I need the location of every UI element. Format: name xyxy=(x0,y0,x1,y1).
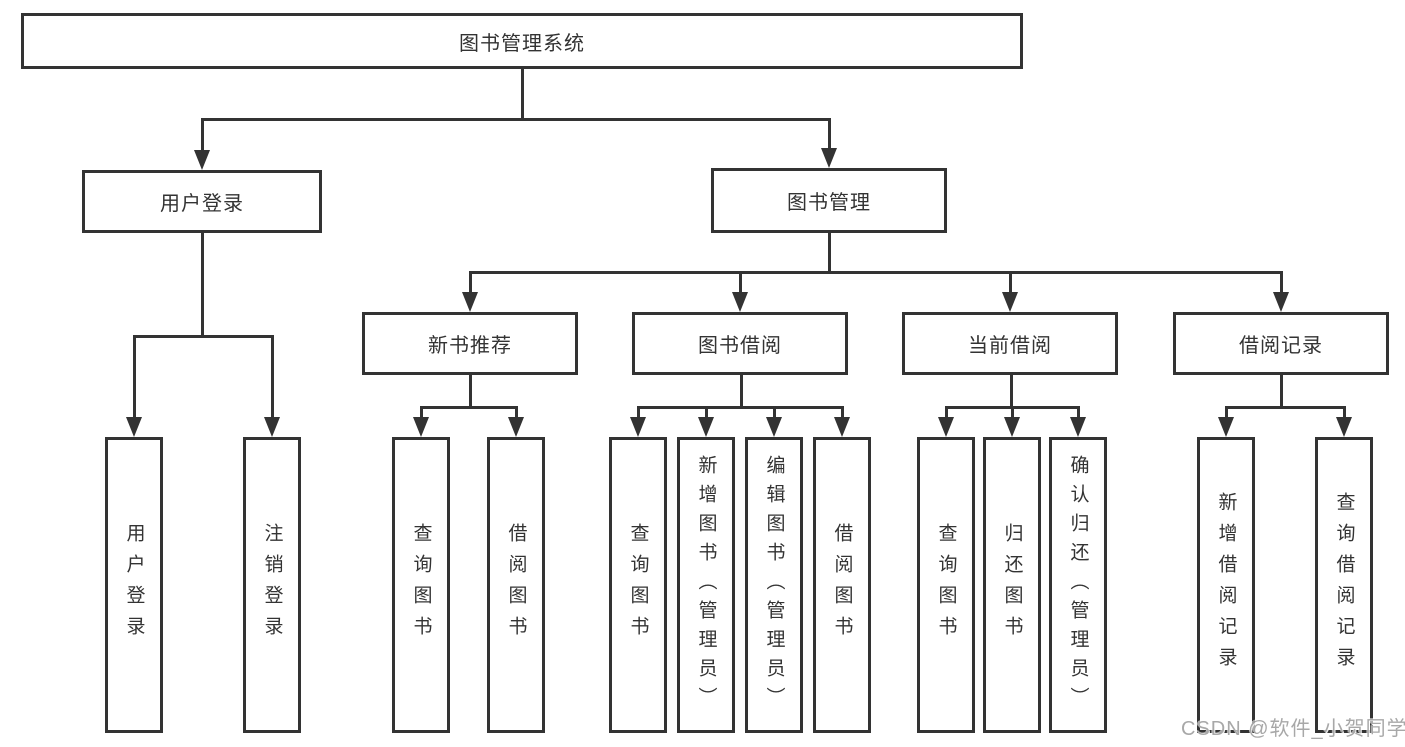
connector-line xyxy=(1280,375,1283,408)
connector-line xyxy=(1077,406,1080,420)
connector-line xyxy=(1280,271,1283,295)
connector-line xyxy=(1225,406,1228,420)
arrow-down-icon xyxy=(1336,417,1352,437)
node-new-book-recommendation: 新书推荐 xyxy=(362,312,578,375)
node-current-borrowing: 当前借阅 xyxy=(902,312,1118,375)
leaf-edit-books-admin: 编辑图书（管理员） xyxy=(745,437,803,733)
connector-line xyxy=(739,271,742,295)
connector-line xyxy=(469,271,472,295)
arrow-down-icon xyxy=(1218,417,1234,437)
connector-line xyxy=(637,406,640,420)
connector-line xyxy=(1009,271,1012,295)
leaf-add-books-admin: 新增图书（管理员） xyxy=(677,437,735,733)
node-book-borrowing: 图书借阅 xyxy=(632,312,848,375)
leaf-query-books-borrow: 查询图书 xyxy=(609,437,667,733)
connector-line xyxy=(740,375,743,408)
connector-line xyxy=(828,118,831,152)
connector-line xyxy=(515,406,518,420)
connector-line xyxy=(521,69,524,121)
arrow-down-icon xyxy=(508,417,524,437)
csdn-watermark: CSDN @软件_小贺同学 xyxy=(1181,718,1405,740)
arrow-down-icon xyxy=(766,417,782,437)
arrow-down-icon xyxy=(821,148,837,168)
leaf-query-books-current: 查询图书 xyxy=(917,437,975,733)
connector-line xyxy=(201,118,204,154)
leaf-borrow-books: 借阅图书 xyxy=(813,437,871,733)
connector-line xyxy=(201,118,831,121)
connector-line xyxy=(1343,406,1346,420)
arrow-down-icon xyxy=(1004,417,1020,437)
connector-line xyxy=(1225,406,1346,409)
arrow-down-icon xyxy=(1070,417,1086,437)
connector-line xyxy=(420,406,518,409)
leaf-borrow-books-recommend: 借阅图书 xyxy=(487,437,545,733)
connector-line xyxy=(469,375,472,408)
node-user-login: 用户登录 xyxy=(82,170,322,233)
leaf-user-login: 用户登录 xyxy=(105,437,163,733)
connector-line xyxy=(271,335,274,419)
connector-line xyxy=(420,406,423,420)
node-library-management-system: 图书管理系统 xyxy=(21,13,1023,69)
leaf-query-books-recommend: 查询图书 xyxy=(392,437,450,733)
connector-line xyxy=(828,233,831,273)
connector-line xyxy=(637,406,844,409)
arrow-down-icon xyxy=(834,417,850,437)
arrow-down-icon xyxy=(264,417,280,437)
connector-line xyxy=(201,233,204,337)
arrow-down-icon xyxy=(698,417,714,437)
arrow-down-icon xyxy=(413,417,429,437)
arrow-down-icon xyxy=(194,150,210,170)
leaf-add-borrow-record: 新增借阅记录 xyxy=(1197,437,1255,733)
connector-line xyxy=(705,406,708,420)
arrow-down-icon xyxy=(126,417,142,437)
arrow-down-icon xyxy=(630,417,646,437)
connector-line xyxy=(1010,375,1013,408)
leaf-return-books: 归还图书 xyxy=(983,437,1041,733)
connector-line xyxy=(945,406,948,420)
leaf-logout: 注销登录 xyxy=(243,437,301,733)
node-book-management: 图书管理 xyxy=(711,168,947,233)
connector-line xyxy=(841,406,844,420)
connector-line xyxy=(133,335,136,419)
node-borrowing-records: 借阅记录 xyxy=(1173,312,1389,375)
connector-line xyxy=(773,406,776,420)
connector-line xyxy=(469,271,1283,274)
arrow-down-icon xyxy=(1273,292,1289,312)
leaf-query-borrow-record: 查询借阅记录 xyxy=(1315,437,1373,733)
arrow-down-icon xyxy=(462,292,478,312)
arrow-down-icon xyxy=(732,292,748,312)
connector-line xyxy=(133,335,273,338)
arrow-down-icon xyxy=(1002,292,1018,312)
connector-line xyxy=(1011,406,1014,420)
arrow-down-icon xyxy=(938,417,954,437)
leaf-confirm-return-admin: 确认归还（管理员） xyxy=(1049,437,1107,733)
